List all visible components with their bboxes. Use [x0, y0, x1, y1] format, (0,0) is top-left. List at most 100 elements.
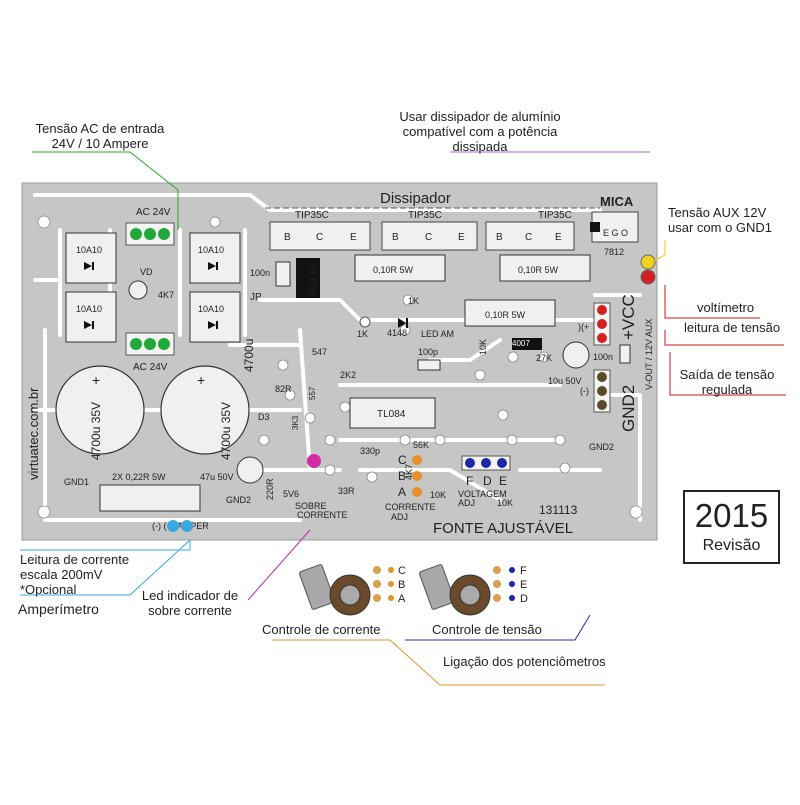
ac-terminal-6[interactable] — [158, 338, 170, 350]
aux-note: Tensão AUX 12V usar com o GND1 — [668, 205, 772, 235]
gnd-terminal-2[interactable] — [597, 386, 607, 396]
heatsink-line1: Usar dissipador de alumínio — [399, 109, 561, 124]
heatsink-note: Usar dissipador de alumínio compatível c… — [385, 109, 575, 154]
ac-terminal-4[interactable] — [130, 338, 142, 350]
c10u-label: 10u 50V — [548, 376, 582, 386]
leader-lines — [20, 151, 786, 686]
led-note: Led indicador de sobre corrente — [130, 588, 250, 618]
bd139-label: BD139 — [308, 265, 319, 296]
led-line1: Led indicador de — [141, 588, 239, 603]
pot-left-dot-c — [388, 567, 394, 573]
vout-label: V-OUT / 12V AUX — [644, 319, 654, 390]
voltage-potentiometer[interactable]: F E D — [418, 564, 528, 616]
abc-c-label: C — [398, 453, 407, 467]
ac-top-label: AC 24V — [136, 207, 171, 218]
current-potentiometer[interactable]: C B A — [298, 564, 406, 616]
diode-symbols — [84, 262, 218, 329]
regulated-note: Saída de tensão regulada — [672, 367, 782, 397]
gnd2-label-b: GND2 — [589, 442, 614, 452]
m-plus-label: )(+ — [578, 322, 589, 332]
mica-label: MICA — [600, 194, 634, 209]
c330p-label: 330p — [360, 446, 380, 456]
v10k-label: 10K — [497, 498, 513, 508]
r10k-label: 10K — [478, 339, 488, 355]
ac-terminal-5[interactable] — [144, 338, 156, 350]
gnd-terminal-3[interactable] — [597, 400, 607, 410]
r4k7b-label: 4K7 — [404, 464, 414, 480]
tip2-pin-e: E — [458, 232, 465, 243]
tip2-pin-c: C — [425, 232, 432, 243]
header-f[interactable] — [465, 458, 475, 468]
board-code: 131113 — [539, 503, 578, 517]
header-c[interactable] — [412, 455, 422, 465]
r1k-label: 1K — [408, 296, 419, 306]
regulated-line1: Saída de tensão — [679, 367, 775, 382]
amper-label: (-) (+) AMPER — [152, 521, 209, 531]
pot-left-a: A — [398, 593, 406, 605]
vout-terminal-2[interactable] — [597, 319, 607, 329]
ammeter-note: Amperímetro — [18, 601, 99, 617]
cap2-label: 4700u 35V — [219, 402, 233, 460]
overcurrent-led — [307, 454, 321, 468]
sobre-l1: SOBRE — [295, 501, 327, 511]
volt-l2: ADJ — [458, 498, 475, 508]
diode-bridge — [65, 232, 241, 343]
tip1-pin-c: C — [316, 232, 323, 243]
header-b[interactable] — [412, 471, 422, 481]
ac-input-line2: 24V / 10 Ampere — [51, 136, 149, 151]
aux-terminal-red[interactable] — [640, 269, 656, 285]
tip1-label: TIP35C — [295, 210, 329, 221]
ac-terminal-2[interactable] — [144, 228, 156, 240]
m-minus-label: (-) — [580, 386, 589, 396]
c10k-label: 10K — [430, 490, 446, 500]
abc-b-label: B — [398, 469, 406, 483]
svg-text:+: + — [197, 372, 205, 388]
pot-left-dot-b — [388, 581, 394, 587]
corrente-l2: ADJ — [391, 512, 408, 522]
def-d-label: D — [483, 474, 492, 488]
current-reading-line1: Leitura de corrente — [20, 552, 130, 567]
r4k7-label: 4K7 — [158, 290, 174, 300]
abc-a-label: A — [398, 485, 406, 499]
r33r-label: 33R — [338, 486, 355, 496]
voltmeter-note: voltímetro — [697, 300, 755, 315]
ac-input-note: Tensão AC de entrada 24V / 10 Ampere — [30, 121, 170, 151]
jp-label: JP — [250, 292, 262, 303]
vd-label: VD — [140, 267, 153, 277]
amper-terminal-neg[interactable] — [167, 520, 179, 532]
amper-terminal-pos[interactable] — [181, 520, 193, 532]
reg-pins: E G O — [603, 228, 628, 238]
r3k3-label: 3K3 — [291, 415, 300, 430]
header-a[interactable] — [412, 487, 422, 497]
c100p-label: 100p — [418, 347, 438, 357]
r1k-b-label: 1K — [357, 329, 368, 339]
current-reading-note: Leitura de corrente escala 200mV *Opcion… — [20, 552, 129, 597]
pot-right-e: E — [520, 579, 527, 591]
volt-l1: VOLTAGEM — [458, 489, 507, 499]
pot-connection-label: Ligação dos potenciômetros — [443, 654, 606, 669]
aux-terminal-yellow[interactable] — [640, 254, 656, 270]
copper-pads — [37, 215, 643, 519]
header-e[interactable] — [497, 458, 507, 468]
d5v6-label: 5V6 — [283, 489, 299, 499]
filter-capacitors: 4700u 35V 4700u 35V + + — [55, 365, 250, 460]
ac-input-line1: Tensão AC de entrada — [35, 121, 165, 136]
r010-2: 0,10R 5W — [518, 265, 559, 275]
gnd-terminal-1[interactable] — [597, 372, 607, 382]
gnd1-label: GND1 — [64, 477, 89, 487]
d4148-label: 4148 — [387, 328, 407, 338]
def-e-label: E — [499, 474, 507, 488]
ac-terminal-1[interactable] — [130, 228, 142, 240]
regulated-line2: regulada — [701, 382, 753, 397]
vout-terminal-3[interactable] — [597, 333, 607, 343]
ac-terminal-3[interactable] — [158, 228, 170, 240]
transistor-tip35c-1: TIP35C B C E — [269, 210, 371, 251]
heatsink-label: Dissipador — [380, 190, 451, 207]
vout-terminal-1[interactable] — [597, 305, 607, 315]
ac-bottom-label: AC 24V — [133, 362, 168, 373]
corrente-l1: CORRENTE — [385, 502, 436, 512]
r2k2-label: 2K2 — [340, 370, 356, 380]
gnd2-label-a: GND2 — [226, 495, 251, 505]
r010-1: 0,10R 5W — [373, 265, 414, 275]
header-d[interactable] — [481, 458, 491, 468]
